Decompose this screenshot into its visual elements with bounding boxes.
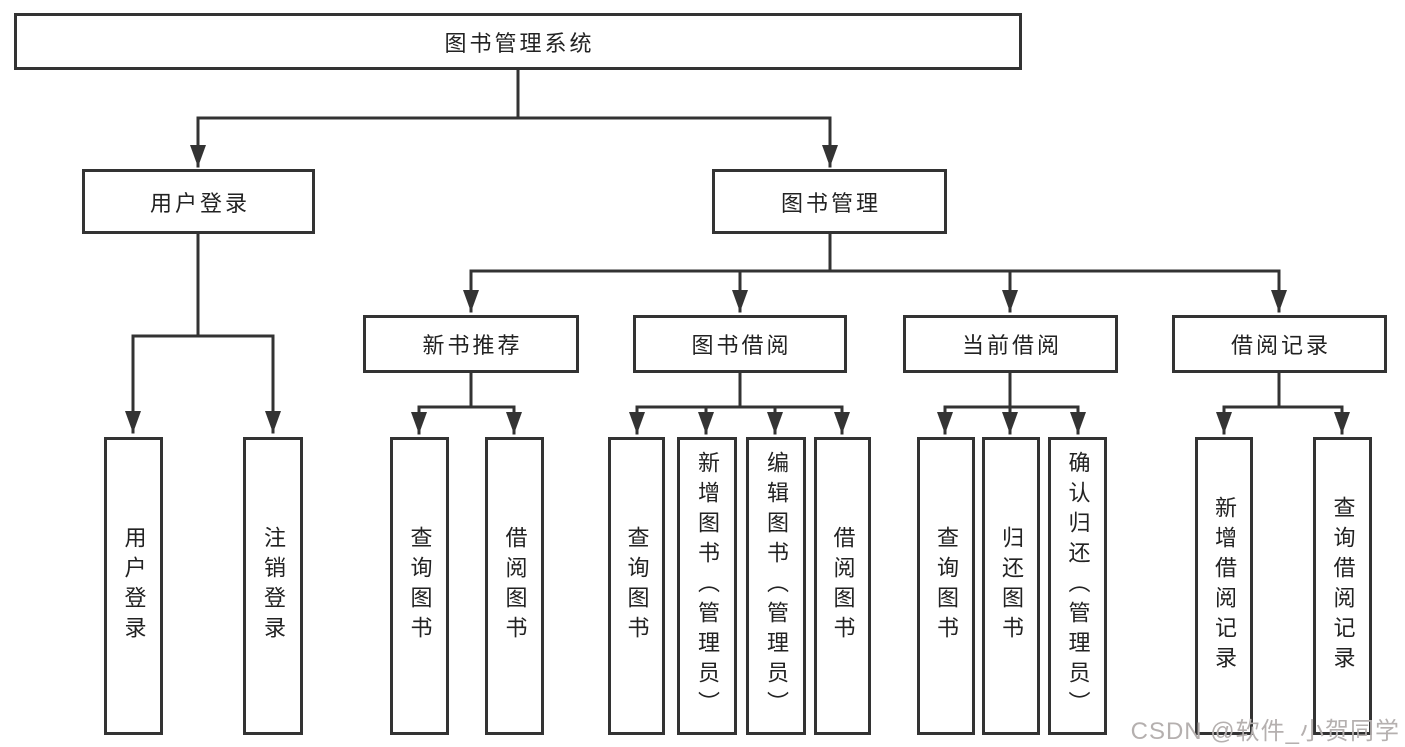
node-current-borrowing: 当前借阅 — [903, 315, 1118, 373]
node-label: 用户登录 — [121, 526, 147, 646]
node-leaf-query-books-3: 查询图书 — [917, 437, 975, 735]
node-label: 图书借阅 — [691, 333, 792, 358]
node-label: 确认归还（管理员） — [1065, 451, 1091, 721]
node-label: 用户登录 — [149, 190, 250, 216]
node-leaf-borrow-books-2: 借阅图书 — [814, 437, 871, 735]
node-leaf-borrow-books: 借阅图书 — [485, 437, 544, 735]
node-leaf-query-borrow-record: 查询借阅记录 — [1313, 437, 1372, 735]
node-label: 新增借阅记录 — [1212, 496, 1237, 676]
node-leaf-query-books: 查询图书 — [390, 437, 449, 735]
node-label: 查询借阅记录 — [1330, 496, 1356, 676]
node-label: 当前借阅 — [961, 333, 1062, 358]
node-leaf-edit-books-admin: 编辑图书（管理员） — [746, 437, 806, 735]
node-label: 归还图书 — [999, 526, 1024, 646]
node-book-borrowing: 图书借阅 — [633, 315, 847, 373]
node-leaf-user-login: 用户登录 — [104, 437, 163, 735]
node-label: 查询图书 — [407, 526, 433, 646]
node-label: 查询图书 — [624, 526, 650, 646]
node-label: 图书管理 — [780, 190, 881, 216]
node-label: 注销登录 — [261, 526, 286, 646]
node-label: 新书推荐 — [422, 333, 523, 358]
node-leaf-confirm-return-admin: 确认归还（管理员） — [1048, 437, 1107, 735]
node-label: 借阅记录 — [1230, 333, 1331, 358]
node-leaf-add-books-admin: 新增图书（管理员） — [677, 437, 737, 735]
node-library-management-system: 图书管理系统 — [14, 13, 1022, 70]
node-leaf-logout: 注销登录 — [243, 437, 303, 735]
node-label: 借阅图书 — [830, 526, 856, 646]
node-leaf-return-books: 归还图书 — [982, 437, 1040, 735]
node-new-book-recommendation: 新书推荐 — [363, 315, 579, 373]
node-label: 借阅图书 — [502, 526, 528, 646]
node-label: 新增图书（管理员） — [695, 451, 720, 721]
node-user-login: 用户登录 — [82, 169, 315, 234]
node-leaf-add-borrow-record: 新增借阅记录 — [1195, 437, 1253, 735]
node-leaf-query-books-2: 查询图书 — [608, 437, 665, 735]
node-label: 图书管理系统 — [444, 30, 595, 56]
node-borrowing-records: 借阅记录 — [1172, 315, 1387, 373]
node-label: 编辑图书（管理员） — [764, 451, 789, 721]
node-label: 查询图书 — [934, 526, 959, 646]
node-book-management: 图书管理 — [712, 169, 947, 234]
csdn-watermark: CSDN @软件_小贺同学 — [1130, 718, 1400, 745]
